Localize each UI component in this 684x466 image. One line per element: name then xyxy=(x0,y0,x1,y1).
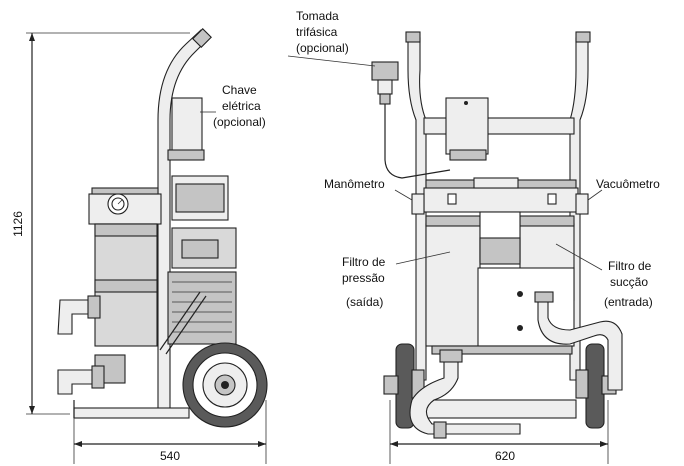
tomada-label-3: (opcional) xyxy=(296,41,349,55)
front-view: 620 xyxy=(287,31,623,464)
three-phase-plug xyxy=(371,61,399,81)
side-width-dimension xyxy=(73,400,267,464)
front-wheel-right xyxy=(585,343,605,429)
side-view: 1126 xyxy=(11,28,268,464)
tomada-label-2: trifásica xyxy=(296,25,338,39)
chave-label-3: (opcional) xyxy=(213,115,266,129)
handle-grip xyxy=(192,28,212,48)
front-width-dimension xyxy=(389,400,609,464)
chave-label-1: Chave xyxy=(222,83,257,97)
filtro-pressao-label-3: (saída) xyxy=(346,295,383,309)
pressure-gauge xyxy=(411,193,425,215)
vacuometro-label: Vacuômetro xyxy=(596,177,660,191)
manometro-label: Manômetro xyxy=(324,177,385,191)
filtro-succao-label-2: sucção xyxy=(610,275,648,289)
front-base xyxy=(423,399,577,419)
filtro-succao-label-3: (entrada) xyxy=(604,295,653,309)
chave-label-2: elétrica xyxy=(222,99,261,113)
vacuum-gauge xyxy=(575,193,589,215)
side-base xyxy=(73,407,190,419)
side-motor xyxy=(167,271,237,345)
side-inlet-pipe xyxy=(57,369,96,395)
height-dimension xyxy=(26,32,190,415)
suction-hose xyxy=(537,299,623,391)
filtro-pressao-label-1: Filtro de xyxy=(342,255,386,269)
filtro-succao-label-1: Filtro de xyxy=(608,259,652,273)
tomada-label-1: Tomada xyxy=(296,9,339,23)
pressure-filter xyxy=(425,223,481,347)
height-dimension-label: 1126 xyxy=(11,211,25,237)
front-electric-box xyxy=(445,97,489,155)
filtro-pressao-label-2: pressão xyxy=(342,271,385,285)
outlet-hose xyxy=(409,353,521,435)
front-width-label: 620 xyxy=(495,449,515,463)
electric-switch-box xyxy=(171,97,203,155)
side-width-label: 540 xyxy=(160,449,180,463)
plug-cable xyxy=(384,104,451,179)
